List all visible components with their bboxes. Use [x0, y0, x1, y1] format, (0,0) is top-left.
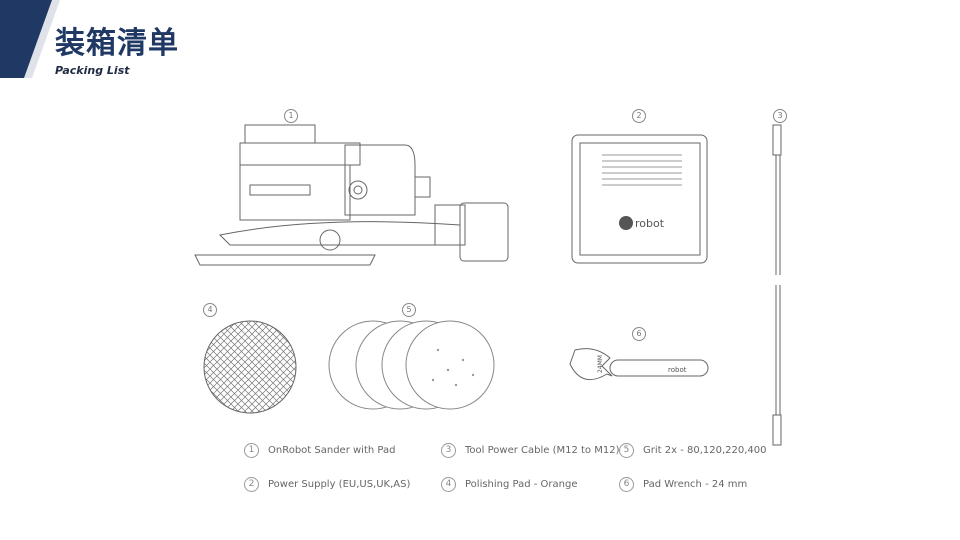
power-supply-illustration: robot: [571, 134, 708, 264]
figure-number-3: 3: [773, 109, 787, 123]
wrench-logo: robot: [668, 366, 687, 374]
polishing-pad-illustration: [203, 320, 297, 414]
cable-illustration: [772, 124, 782, 446]
figure-number-4: 4: [203, 303, 217, 317]
page-title: 装箱清单: [55, 26, 179, 61]
figure-number-1: 1: [284, 109, 298, 123]
figure-number-2: 2: [632, 109, 646, 123]
figure-number-5: 5: [402, 303, 416, 317]
grit-discs-illustration: [328, 320, 495, 410]
onrobot-logo: robot: [635, 217, 665, 230]
figure-number-6: 6: [632, 327, 646, 341]
page-subtitle: Packing List: [55, 64, 130, 77]
sander-illustration: [194, 124, 509, 266]
corner-decoration: [0, 0, 60, 78]
wrench-illustration: 24MM robot: [569, 348, 709, 381]
wrench-size-label: 24MM: [597, 355, 604, 373]
